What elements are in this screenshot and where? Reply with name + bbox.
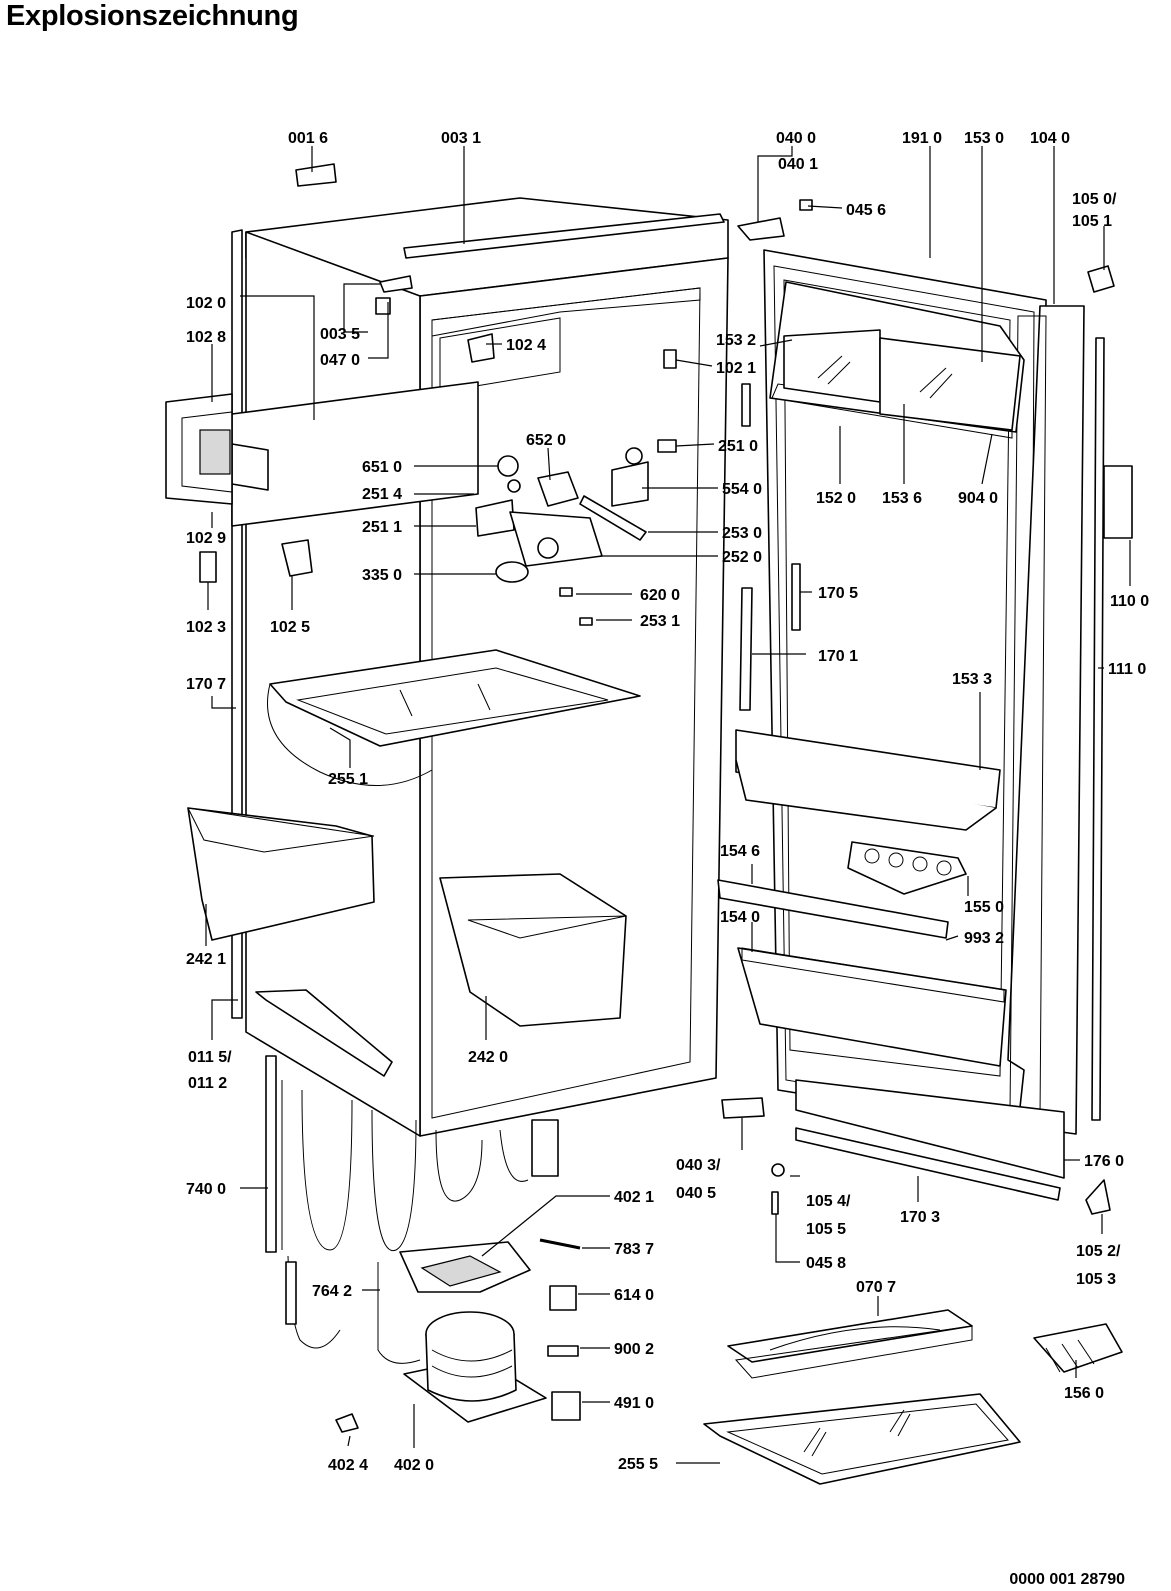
label-614-0: 614 0 [614,1287,654,1304]
label-783-7: 783 7 [614,1241,654,1258]
label-253-1: 253 1 [640,613,680,630]
label-040-1: 040 1 [778,156,818,173]
label-252-0: 252 0 [722,549,762,566]
label-102-8: 102 8 [186,329,226,346]
label-102-1: 102 1 [716,360,756,377]
label-045-6: 045 6 [846,202,886,219]
label-251-0: 251 0 [718,438,758,455]
label-904-0: 904 0 [958,490,998,507]
label-011-2: 011 2 [188,1075,227,1092]
label-170-7: 170 7 [186,676,226,693]
label-153-0: 153 0 [964,130,1004,147]
control-unit [475,447,649,626]
label-105-3: 105 3 [1076,1271,1116,1288]
label-191-0: 191 0 [902,130,942,147]
label-255-5: 255 5 [618,1456,658,1473]
label-040-0: 040 0 [776,130,816,147]
label-402-4: 402 4 [328,1457,368,1474]
label-242-0: 242 0 [468,1049,508,1066]
loose-parts [703,1309,1123,1485]
label-155-0: 155 0 [964,899,1004,916]
label-105-0: 105 0/ [1072,191,1117,208]
label-153-6: 153 6 [882,490,922,507]
label-070-7: 070 7 [856,1279,896,1296]
label-102-9: 102 9 [186,530,226,547]
label-652-0: 652 0 [526,432,566,449]
label-153-2: 153 2 [716,332,756,349]
page-title: Explosionszeichnung [6,0,299,32]
label-153-3: 153 3 [952,671,992,688]
crisper-drawers [187,807,627,1077]
label-251-4: 251 4 [362,486,402,503]
label-651-0: 651 0 [362,459,402,476]
label-102-0: 102 0 [186,295,226,312]
label-242-1: 242 1 [186,951,226,968]
document-number: 0000 001 28790 [1009,1571,1125,1588]
label-554-0: 554 0 [722,481,762,498]
door-assembly [717,249,1133,1201]
glass-shelf-upper [266,649,641,786]
label-156-0: 156 0 [1064,1385,1104,1402]
condenser-coil [265,1055,559,1253]
label-764-2: 764 2 [312,1283,352,1300]
label-003-1: 003 1 [441,130,481,147]
label-001-6: 001 6 [288,130,328,147]
label-170-5: 170 5 [818,585,858,602]
label-900-2: 900 2 [614,1341,654,1358]
label-104-0: 104 0 [1030,130,1070,147]
compressor [285,1241,547,1423]
label-011-5: 011 5/ [188,1049,232,1066]
label-993-2: 993 2 [964,930,1004,947]
label-740-0: 740 0 [186,1181,226,1198]
label-105-5: 105 5 [806,1221,846,1238]
label-154-6: 154 6 [720,843,760,860]
part-labels: 001 6 003 1 040 0 040 1 045 6 191 0 153 … [186,130,1149,1474]
label-176-0: 176 0 [1084,1153,1124,1170]
label-040-3: 040 3/ [676,1157,721,1174]
label-255-1: 255 1 [328,771,368,788]
electrical-parts [335,1238,581,1433]
label-170-1: 170 1 [818,648,858,665]
label-402-0: 402 0 [394,1457,434,1474]
label-152-0: 152 0 [816,490,856,507]
label-154-0: 154 0 [720,909,760,926]
label-105-1: 105 1 [1072,213,1112,230]
label-335-0: 335 0 [362,567,402,584]
label-102-5: 102 5 [270,619,310,636]
label-111-0: 111 0 [1108,661,1146,678]
label-402-1: 402 1 [614,1189,654,1206]
label-102-4: 102 4 [506,337,546,354]
label-040-5: 040 5 [676,1185,716,1202]
label-491-0: 491 0 [614,1395,654,1412]
label-170-3: 170 3 [900,1209,940,1226]
label-105-4: 105 4/ [806,1193,851,1210]
label-110-0: 110 0 [1110,593,1149,610]
freezer-flap [165,381,479,527]
label-047-0: 047 0 [320,352,360,369]
leader-lines [205,146,1131,1464]
label-102-3: 102 3 [186,619,226,636]
label-003-5: 003 5 [320,326,360,343]
hinges [199,163,1115,1215]
label-253-0: 253 0 [722,525,762,542]
label-105-2: 105 2/ [1076,1243,1121,1260]
label-045-8: 045 8 [806,1255,846,1272]
label-620-0: 620 0 [640,587,680,604]
label-251-1: 251 1 [362,519,402,536]
